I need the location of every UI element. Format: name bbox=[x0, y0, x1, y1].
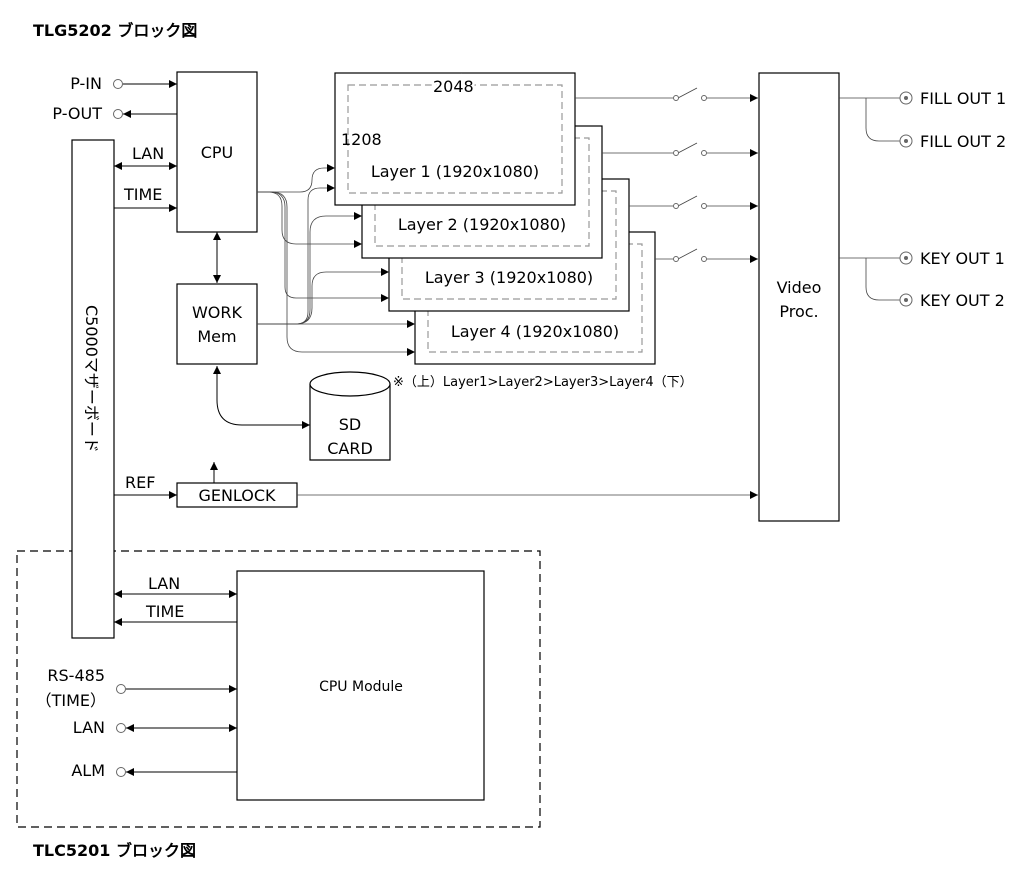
rs485-port-icon bbox=[116, 684, 126, 694]
work-mem-label-1: WORK bbox=[192, 303, 243, 322]
fill-out-1-label: FILL OUT 1 bbox=[920, 89, 1006, 108]
layer-1-frame bbox=[334, 72, 576, 206]
cpu-module-label: CPU Module bbox=[319, 679, 403, 695]
layer-height-label: 1208 bbox=[341, 130, 382, 149]
motherboard-block bbox=[71, 139, 115, 639]
key-out-1-label: KEY OUT 1 bbox=[920, 249, 1005, 268]
motherboard-label: C5000マザーボード bbox=[82, 305, 101, 453]
layer-4-label: Layer 4 (1920x1080) bbox=[451, 322, 619, 341]
key-out-1-port-icon bbox=[899, 251, 913, 265]
genlock-block bbox=[176, 482, 298, 508]
ref-label: REF bbox=[125, 473, 155, 492]
key-out-lines bbox=[839, 257, 900, 301]
time-bottom-label: TIME bbox=[145, 602, 184, 621]
cpu-label: CPU bbox=[201, 143, 234, 162]
layer-priority-note: ※（上）Layer1>Layer2>Layer3>Layer4（下） bbox=[393, 375, 693, 390]
video-proc-label-2: Proc. bbox=[779, 302, 818, 321]
alm-label: ALM bbox=[71, 761, 105, 780]
title-tlg5202: TLG5202 ブロック図 bbox=[33, 21, 197, 40]
layer-width-label: 2048 bbox=[433, 77, 474, 96]
rs485-label-2: （TIME） bbox=[36, 691, 106, 710]
lan-port-label: LAN bbox=[73, 718, 105, 737]
fill-out-1-port-icon bbox=[899, 91, 913, 105]
fill-out-2-label: FILL OUT 2 bbox=[920, 132, 1006, 151]
tlc5201-boundary bbox=[16, 550, 541, 828]
p-out-port-icon bbox=[113, 109, 123, 119]
work-mem-block bbox=[176, 283, 258, 365]
genlock-label: GENLOCK bbox=[198, 486, 276, 505]
lan-port-icon bbox=[116, 723, 126, 733]
work-mem-label-2: Mem bbox=[197, 327, 236, 346]
fill-out-lines bbox=[839, 97, 900, 142]
fill-out-2-port-icon bbox=[899, 134, 913, 148]
alm-port-icon bbox=[116, 767, 126, 777]
video-proc-block bbox=[758, 72, 840, 522]
sd-card-icon bbox=[309, 371, 391, 461]
layer-output-switches bbox=[575, 87, 758, 263]
p-in-label: P-IN bbox=[70, 74, 102, 93]
sd-card-label-2: CARD bbox=[327, 439, 373, 458]
rs485-label-1: RS-485 bbox=[47, 666, 105, 685]
time-top-label: TIME bbox=[123, 185, 162, 204]
layer-1-label: Layer 1 (1920x1080) bbox=[371, 162, 539, 181]
key-out-2-port-icon bbox=[899, 293, 913, 307]
p-out-label: P-OUT bbox=[52, 104, 102, 123]
mem-to-layers-lines bbox=[257, 184, 415, 328]
p-in-port-icon bbox=[113, 79, 123, 89]
lan-bottom-label: LAN bbox=[148, 574, 180, 593]
layer-3-label: Layer 3 (1920x1080) bbox=[425, 268, 593, 287]
cpu-block bbox=[176, 71, 258, 233]
layer-2-label: Layer 2 (1920x1080) bbox=[398, 215, 566, 234]
lan-top-label: LAN bbox=[132, 144, 164, 163]
cpu-module-block bbox=[236, 570, 485, 801]
cpu-to-layers-lines bbox=[257, 164, 415, 356]
video-proc-label-1: Video bbox=[777, 278, 822, 297]
key-out-2-label: KEY OUT 2 bbox=[920, 291, 1005, 310]
sd-card-label-1: SD bbox=[339, 415, 361, 434]
title-tlc5201: TLC5201 ブロック図 bbox=[33, 841, 196, 860]
mem-sd-arrow bbox=[213, 366, 310, 429]
